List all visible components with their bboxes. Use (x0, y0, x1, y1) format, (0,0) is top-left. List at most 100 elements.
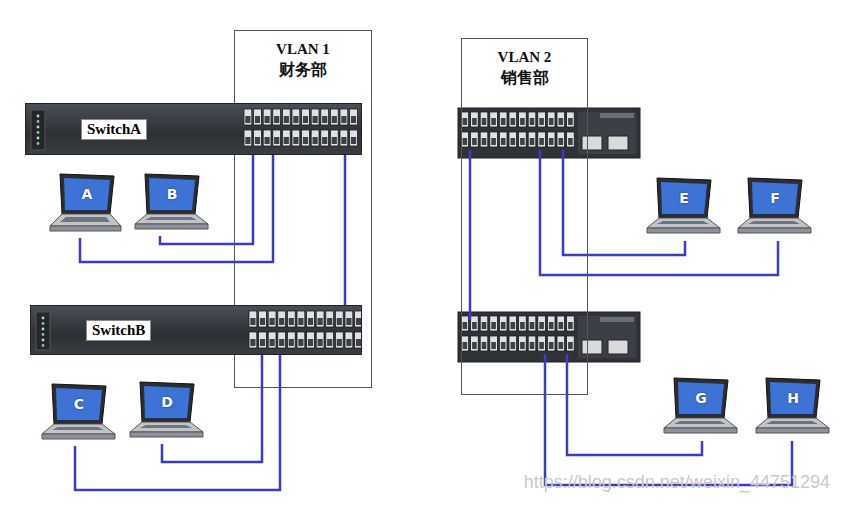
port-socket (313, 137, 318, 144)
port-socket (341, 116, 346, 123)
host-label: F (770, 190, 780, 206)
laptop-lid (60, 174, 114, 214)
laptop-base (738, 218, 811, 228)
port-socket (356, 318, 361, 325)
port-socket (559, 322, 564, 329)
port-socket (482, 118, 487, 125)
switch-port (528, 316, 536, 331)
switch-port (471, 132, 479, 147)
switch-port (519, 112, 527, 127)
laptop-base (42, 424, 115, 434)
switch-port (538, 316, 546, 331)
port-socket (501, 342, 506, 349)
switch-port (519, 336, 527, 351)
switch-port (330, 109, 338, 125)
port-socket (568, 322, 573, 329)
status-led (42, 328, 45, 331)
laptop-illustration (754, 376, 830, 440)
switch-port (340, 130, 348, 146)
port-socket (559, 118, 564, 125)
switch-port (480, 132, 488, 147)
laptop-host: F (736, 176, 812, 240)
port-socket (530, 138, 535, 145)
region-label: VLAN 1 (235, 39, 371, 59)
port-socket (303, 137, 308, 144)
port-socket (260, 318, 265, 325)
laptop-edge (738, 228, 811, 233)
switch-port (557, 316, 565, 331)
switch-badge (600, 113, 634, 118)
port-socket (530, 118, 535, 125)
port-socket (568, 138, 573, 145)
switch-port (273, 130, 281, 146)
port-socket (568, 118, 573, 125)
switch-port (350, 130, 358, 146)
port-socket (539, 342, 544, 349)
laptop-illustration (662, 376, 738, 440)
switch-port (538, 336, 546, 351)
switch-port (471, 112, 479, 127)
switch-port (282, 130, 290, 146)
port-socket (245, 116, 250, 123)
port-socket (245, 137, 250, 144)
port-socket (279, 318, 284, 325)
host-label: D (161, 394, 173, 410)
switch-illustration (458, 108, 640, 158)
port-socket (265, 137, 270, 144)
laptop-host: D (128, 380, 204, 444)
region-label: 财务部 (235, 59, 371, 81)
switch-body (458, 312, 640, 362)
switch-port (278, 332, 286, 348)
host-label: C (74, 396, 84, 412)
switch-port (316, 311, 324, 327)
port-socket (327, 318, 332, 325)
port-socket (463, 322, 468, 329)
port-socket (491, 322, 496, 329)
host-label: G (695, 390, 707, 406)
status-led (42, 339, 45, 342)
port-socket (530, 322, 535, 329)
laptop-keyboard (145, 217, 197, 220)
uplink-port (582, 136, 602, 150)
status-led (37, 137, 40, 140)
switch-port (490, 316, 498, 331)
laptop-edge (50, 226, 121, 231)
switch-port (263, 130, 271, 146)
switch-port (326, 332, 334, 348)
port-socket (318, 339, 323, 346)
laptop-screen (56, 388, 102, 420)
switch-port (350, 109, 358, 125)
port-socket (356, 339, 361, 346)
switch-port (509, 336, 517, 351)
switch-port (567, 132, 575, 147)
switch-port (259, 311, 267, 327)
switch-port (345, 311, 353, 327)
port-socket (308, 318, 313, 325)
laptop-base (664, 418, 737, 428)
port-socket (260, 339, 265, 346)
port-socket (337, 318, 342, 325)
port-socket (346, 318, 351, 325)
status-led (42, 317, 45, 320)
switch-port (292, 130, 300, 146)
switch-port (297, 311, 305, 327)
port-socket (327, 339, 332, 346)
port-socket (549, 322, 554, 329)
switch-port (254, 130, 262, 146)
switch-port (321, 130, 329, 146)
port-socket (559, 138, 564, 145)
port-socket (520, 118, 525, 125)
port-socket (351, 116, 356, 123)
laptop-host: E (645, 176, 721, 240)
switch-port (499, 132, 507, 147)
switch-port (340, 109, 348, 125)
port-socket (482, 322, 487, 329)
switch-port (335, 311, 343, 327)
switch-port (307, 332, 315, 348)
port-block (244, 109, 357, 146)
laptop-screen (770, 382, 816, 414)
switch-port (244, 109, 252, 125)
switch-illustration (26, 104, 361, 154)
